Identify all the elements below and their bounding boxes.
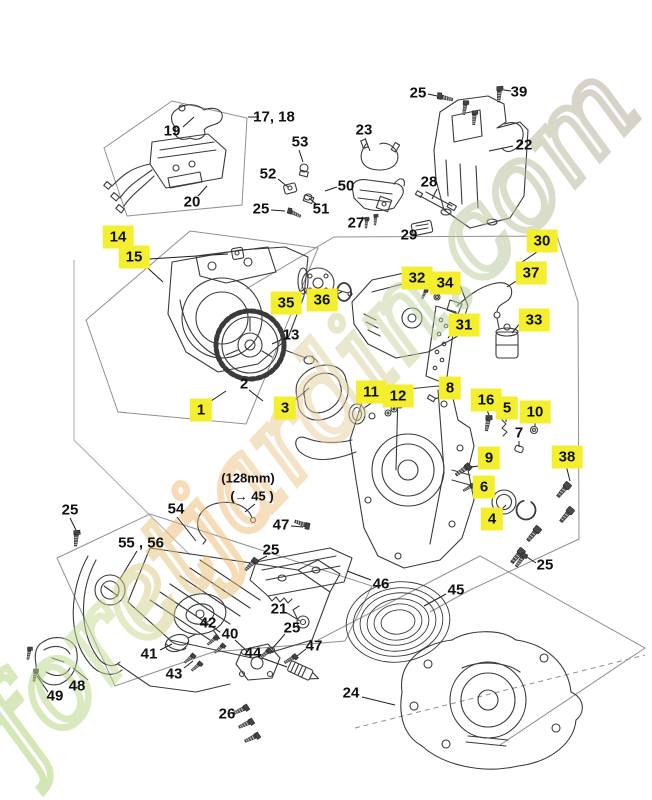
flywheel-drawing [213, 308, 319, 382]
oil-seal-drawing [348, 403, 366, 425]
oil-pump-drawing [235, 643, 281, 681]
oil-piston-drawing [287, 660, 320, 681]
clutch-cover-drawing [400, 631, 583, 770]
rope-guide-drawing [292, 605, 310, 629]
bearing-drawing [491, 489, 537, 521]
fuel-tank-drawing [433, 95, 529, 229]
handle-gasket-drawing [170, 104, 223, 140]
air-deflector-drawing [34, 637, 78, 686]
starter-rope-coil-drawing [345, 581, 451, 663]
starter-rope-short-drawing [197, 501, 257, 545]
ignition-module-drawing [351, 178, 405, 212]
carburetor-drawing [103, 133, 227, 214]
ignition-coil-drawing [495, 323, 519, 359]
top-cover-drawing [127, 547, 341, 659]
front-handle-drawing [72, 555, 231, 693]
watermark-text: foretjardin.com [0, 37, 652, 795]
muffler-gasket-drawing [295, 364, 349, 421]
diagram-boxes [56, 100, 646, 746]
oil-cap-drawing [94, 574, 126, 606]
switch-parts-drawing [283, 163, 315, 205]
chain-guide-drawing [249, 547, 353, 604]
worm-gear-drawing [164, 633, 197, 653]
fan-housing-drawing [167, 246, 309, 373]
wire-harness-drawing [360, 138, 401, 171]
oil-line-parts-drawing [474, 419, 539, 485]
antivibe-parts-drawing [375, 190, 458, 237]
